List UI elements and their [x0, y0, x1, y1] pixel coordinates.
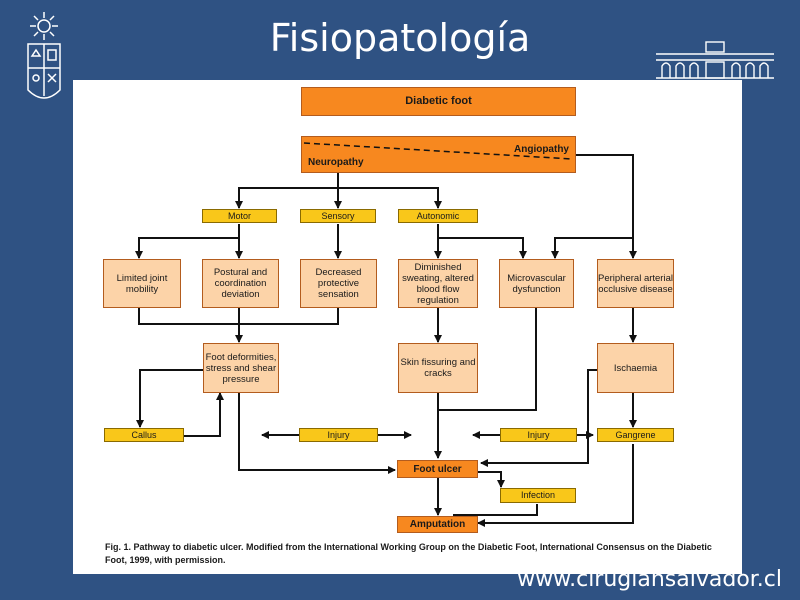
amputation-box: Amputation — [397, 516, 478, 533]
university-crest-logo — [24, 10, 64, 113]
limited-joint-mobility-box: Limited joint mobility — [103, 259, 181, 308]
split-dashed-line — [303, 142, 573, 160]
diagram-panel: Diabetic foot Angiopathy Neuropathy Moto… — [73, 80, 742, 574]
callus-label-box: Callus — [104, 428, 184, 442]
foot-ulcer-box: Foot ulcer — [397, 460, 478, 478]
connector-lines — [135, 154, 637, 527]
sensory-label-box: Sensory — [300, 209, 376, 223]
neuropathy-label: Neuropathy — [308, 157, 364, 168]
diminished-sweating-box: Diminished sweating, altered blood flow … — [398, 259, 478, 308]
motor-label-box: Motor — [202, 209, 277, 223]
skin-fissuring-box: Skin fissuring and cracks — [398, 343, 478, 393]
gangrene-label-box: Gangrene — [597, 428, 674, 442]
figure-caption: Fig. 1. Pathway to diabetic ulcer. Modif… — [105, 542, 712, 565]
peripheral-arterial-disease-box: Peripheral arterial occlusive disease — [597, 259, 674, 308]
neuropathy-angiopathy-box: Angiopathy Neuropathy — [301, 136, 576, 173]
injury-left-label-box: Injury — [299, 428, 378, 442]
decreased-sensation-box: Decreased protective sensation — [300, 259, 377, 308]
foot-deformities-box: Foot deformities, stress and shear press… — [203, 343, 279, 393]
website-footer: www.cirugiahsalvador.cl — [517, 567, 782, 592]
ischaemia-box: Ischaemia — [597, 343, 674, 393]
hospital-building-logo — [654, 40, 776, 85]
autonomic-label-box: Autonomic — [398, 209, 478, 223]
angiopathy-label: Angiopathy — [514, 144, 569, 155]
infection-label-box: Infection — [500, 488, 576, 503]
slide-title: Fisiopatología — [269, 16, 531, 60]
postural-deviation-box: Postural and coordination deviation — [202, 259, 279, 308]
injury-right-label-box: Injury — [500, 428, 577, 442]
microvascular-dysfunction-box: Microvascular dysfunction — [499, 259, 574, 308]
diabetic-foot-box: Diabetic foot — [301, 87, 576, 116]
